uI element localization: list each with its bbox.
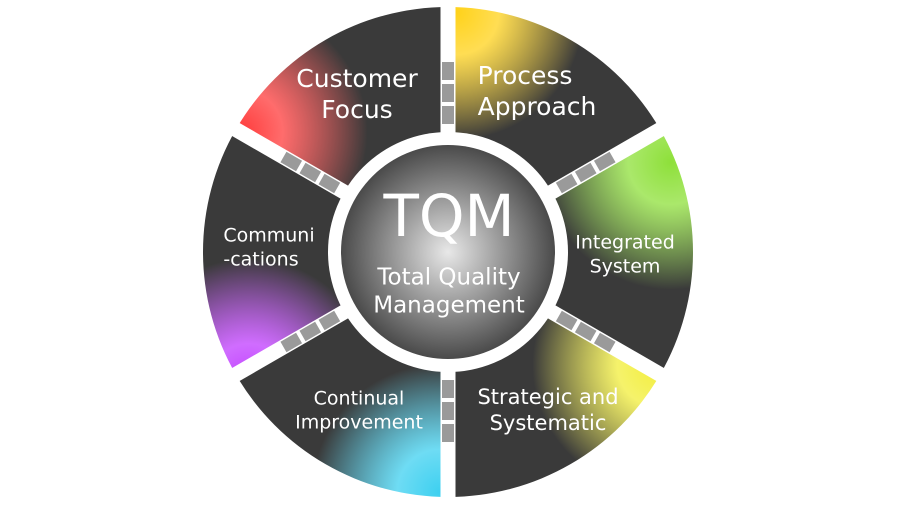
segment-label-communications: Communi-cations xyxy=(223,224,315,270)
hub-circle xyxy=(341,145,555,359)
connector xyxy=(280,151,341,194)
segment-integrated-system xyxy=(550,129,693,375)
segment-communications xyxy=(202,129,346,375)
hub-title: TQM xyxy=(383,182,515,250)
connector xyxy=(280,310,341,353)
connector xyxy=(555,151,616,194)
connector xyxy=(555,310,616,353)
